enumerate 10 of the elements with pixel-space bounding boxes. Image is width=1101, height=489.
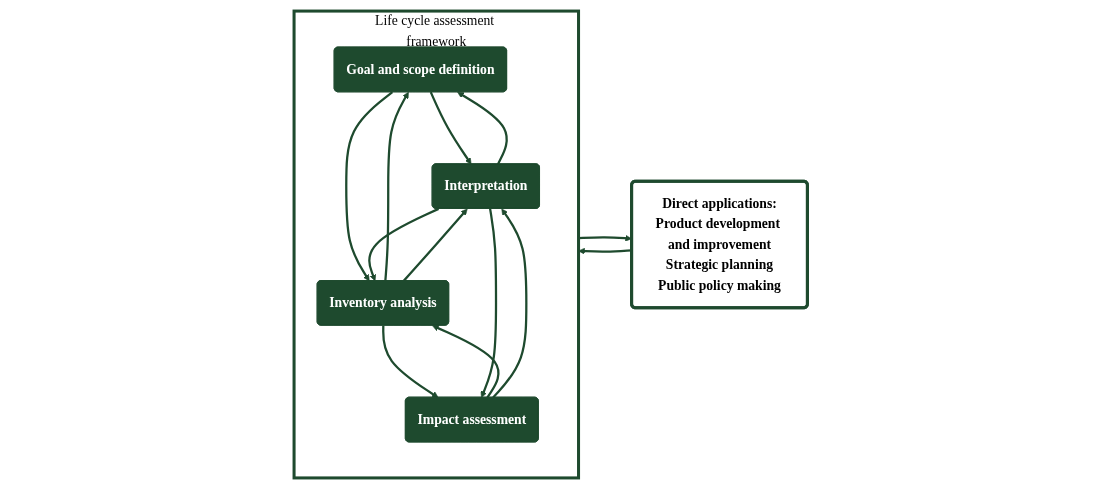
arrow [480,208,497,398]
arrow [431,325,500,399]
arrow [402,208,468,282]
arrow [367,207,439,282]
arrow [381,325,439,398]
arrow [457,91,508,165]
arrow [383,91,409,281]
arrow [429,91,472,165]
arrow [344,91,393,282]
arrow [492,208,528,399]
